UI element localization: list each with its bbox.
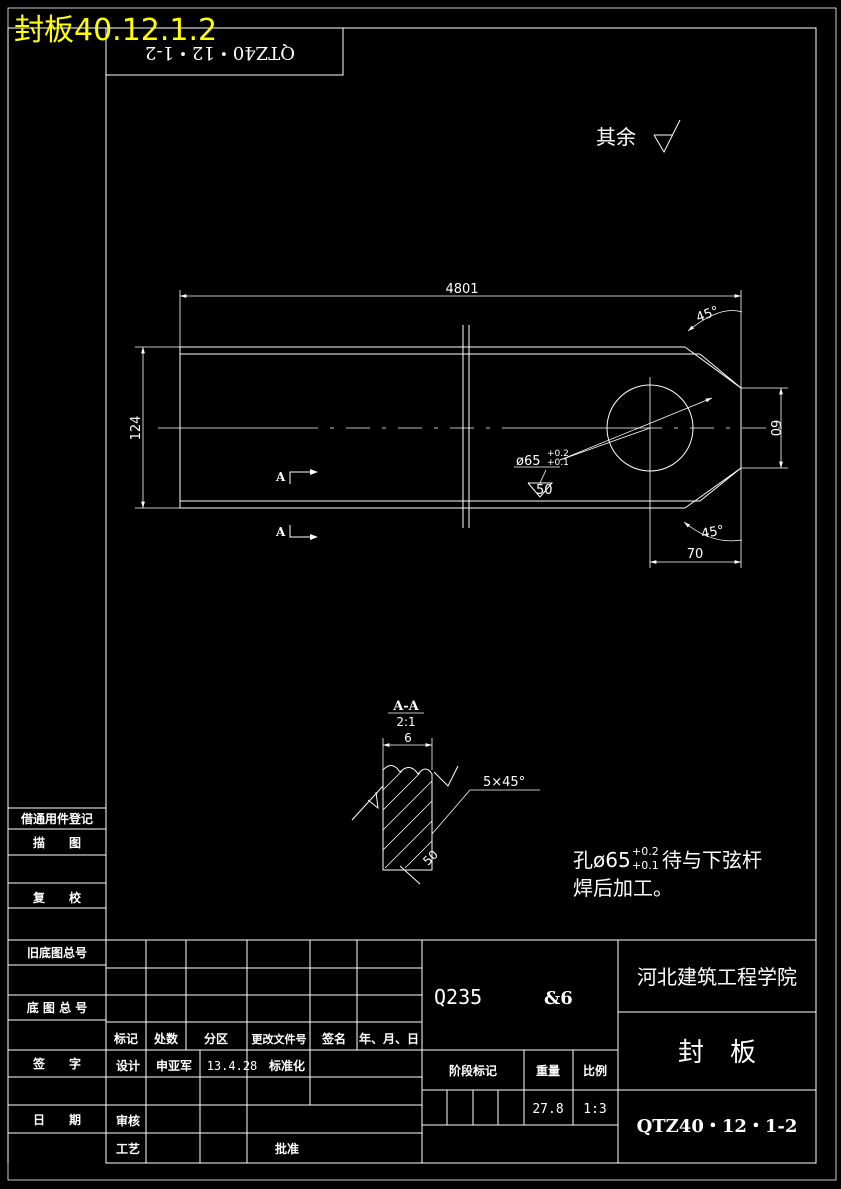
dim-height: 124 (129, 346, 180, 509)
left-date-label: 日 期 (33, 1112, 81, 1127)
school-name: 河北建筑工程学院 (637, 965, 797, 989)
section-title: A-A (392, 699, 419, 714)
dim-right-width: 70 (649, 468, 742, 568)
designer-name: 申亚军 (156, 1058, 192, 1073)
angle-bottom-value: 45° (700, 523, 725, 542)
material-value: Q235 (434, 985, 482, 1009)
left-sign-label: 签 字 (32, 1056, 81, 1071)
note-line2: 焊后加工。 (573, 876, 673, 900)
note-line1-pre: 孔ø65 (573, 848, 631, 872)
process-label: 工艺 (116, 1141, 140, 1156)
part-name: 封 板 (678, 1038, 756, 1068)
tech-note: 孔ø65 +0.2 +0.1 待与下弦杆 焊后加工。 (573, 845, 762, 900)
stage-label: 阶段标记 (449, 1063, 497, 1078)
section-marker-bottom: A (275, 525, 318, 540)
mirrored-code: QTZ40・12・1-2 (145, 42, 295, 63)
approve-label: 批准 (275, 1141, 299, 1156)
section-scale: 2:1 (396, 715, 415, 729)
note-tol-upper: +0.2 (632, 845, 659, 858)
hole-roughness-value: 50 (536, 483, 553, 498)
title-block: Q235 &6 河北建筑工程学院 封 板 QTZ40・12・1-2 标记 处数 … (106, 939, 816, 1163)
header-sign: 签名 (321, 1031, 346, 1046)
dim-right-height: 60 (741, 387, 788, 469)
mirrored-code-box (105, 27, 344, 76)
hole-tol-upper: +0.2 (547, 449, 569, 459)
section-marker-top: A (275, 469, 318, 484)
design-label: 设计 (116, 1058, 140, 1073)
section-view: A-A 2:1 6 5×45° 50 (351, 699, 540, 885)
hole-tol-lower: +0.1 (547, 458, 569, 468)
note-tol-lower: +0.1 (632, 859, 659, 872)
weight-value: 27.8 (532, 1102, 563, 1117)
angle-bottom: 45° (683, 521, 743, 542)
svg-text:A: A (275, 525, 286, 539)
design-date: 13.4.28 (207, 1059, 258, 1073)
header-doc-no: 更改文件号 (252, 1032, 307, 1046)
standard-label: 标准化 (268, 1058, 305, 1073)
dim-right-width-value: 70 (687, 547, 704, 562)
overlay-title: 封板40.12.1.2 (14, 13, 218, 48)
dim-length: 4801 (179, 282, 742, 388)
left-trace-label: 描 图 (33, 835, 81, 850)
angle-top-value: 45° (694, 304, 721, 326)
header-zone: 分区 (204, 1031, 228, 1046)
hole-dim-value: ø65 (516, 454, 541, 469)
section-chamfer: 5×45° (483, 775, 525, 790)
weight-label: 重量 (536, 1063, 560, 1078)
roughness-symbol (653, 119, 681, 154)
section-roughness: 50 (420, 847, 441, 868)
header-mark: 标记 (113, 1031, 138, 1046)
left-check-label: 复 校 (32, 890, 82, 905)
left-base-no-label: 底 图 总 号 (27, 1000, 88, 1015)
note-line1-post: 待与下弦杆 (662, 848, 762, 872)
review-label: 审核 (116, 1113, 140, 1128)
roughness-note: 其余 (596, 125, 636, 149)
inner-border (105, 27, 817, 1164)
svg-text:A: A (275, 470, 286, 484)
thickness-value: &6 (544, 988, 573, 1009)
left-borrowed-label: 借通用件登记 (20, 811, 93, 826)
hole-dimension: ø65 +0.2 +0.1 50 (516, 449, 569, 498)
part-main-view (158, 325, 790, 528)
left-strip: 借通用件登记 描 图 复 校 旧底图总号 底 图 总 号 签 字 日 期 (8, 807, 106, 1134)
dim-height-value: 124 (129, 416, 144, 441)
header-count: 处数 (153, 1031, 179, 1046)
drawing-number: QTZ40・12・1-2 (637, 1116, 798, 1137)
section-thickness: 6 (404, 731, 412, 745)
left-old-no-label: 旧底图总号 (27, 945, 87, 960)
scale-value: 1:3 (583, 1102, 606, 1117)
dim-right-height-value: 60 (767, 420, 782, 437)
angle-top: 45° (687, 304, 743, 332)
header-date: 年、月、日 (359, 1031, 419, 1046)
scale-label: 比例 (583, 1063, 607, 1078)
dim-length-value: 4801 (445, 282, 478, 297)
